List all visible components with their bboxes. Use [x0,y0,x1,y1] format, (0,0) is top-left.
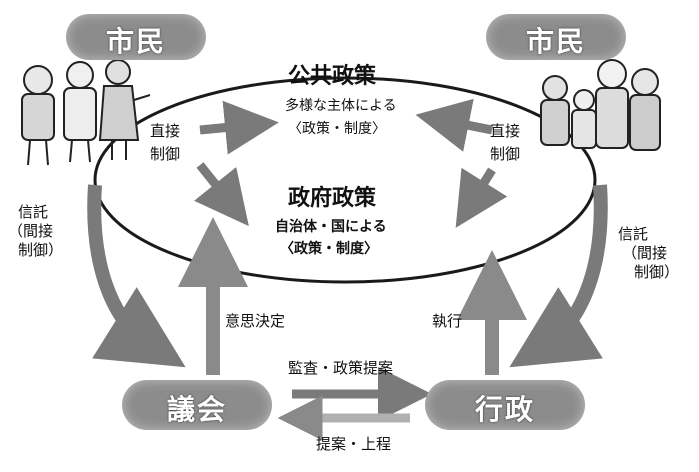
public-policy-title: 公共政策 [288,64,377,89]
citizens-right-label: 市民 [525,25,586,58]
public-policy-line1: 多様な主体による [285,98,397,114]
trust-left-line1: 信託 [18,203,49,221]
citizens-left-node: 市民 [66,14,206,60]
trust-arrow-left [87,184,186,368]
trust-right-line3: 制御） [634,263,680,281]
citizens-left-figures [21,59,151,166]
direct-control-left: 直接 制御 [150,122,180,164]
trust-left-line3: 制御） [18,241,64,259]
proposal-label: 提案・上程 [316,435,392,453]
trust-right-line2: （間接 [622,244,668,262]
direct-arrow-left-down [194,162,249,227]
direct-control-right-line2: 制御 [490,145,521,163]
trust-left-line2: （間接 [8,222,54,240]
direct-arrow-left-top [199,100,279,155]
direct-control-right-line1: 直接 [490,122,521,140]
trust-left: 信託 （間接 制御） [8,203,64,260]
government-policy-line1: 自治体・国による [275,219,387,235]
citizens-left-label: 市民 [105,25,166,58]
direct-control-left-line1: 直接 [150,122,181,140]
council-label: 議会 [166,393,227,426]
policy-ellipse [93,76,597,284]
government-policy-title: 政府政策 [288,186,377,211]
trust-arrow-right [509,184,608,368]
execution-label: 執行 [432,312,463,330]
direct-control-right: 直接 制御 [490,122,520,164]
administration-node: 行政 [425,380,585,430]
administration-label: 行政 [474,393,535,426]
direct-arrow-right-top [415,98,493,152]
direct-arrow-right-down [455,167,508,228]
council-node: 議会 [122,380,272,430]
direct-control-left-line2: 制御 [150,145,181,163]
audit-label: 監査・政策提案 [288,359,394,377]
decision-label: 意思決定 [225,312,286,330]
citizens-right-node: 市民 [486,14,626,60]
trust-right-line1: 信託 [618,225,649,243]
citizens-right-figures [540,59,661,151]
trust-right: 信託 （間接 制御） [618,225,679,282]
public-policy-line2: 〈政策・制度〉 [288,121,386,137]
government-policy-line2: 〈政策・制度〉 [280,241,378,257]
